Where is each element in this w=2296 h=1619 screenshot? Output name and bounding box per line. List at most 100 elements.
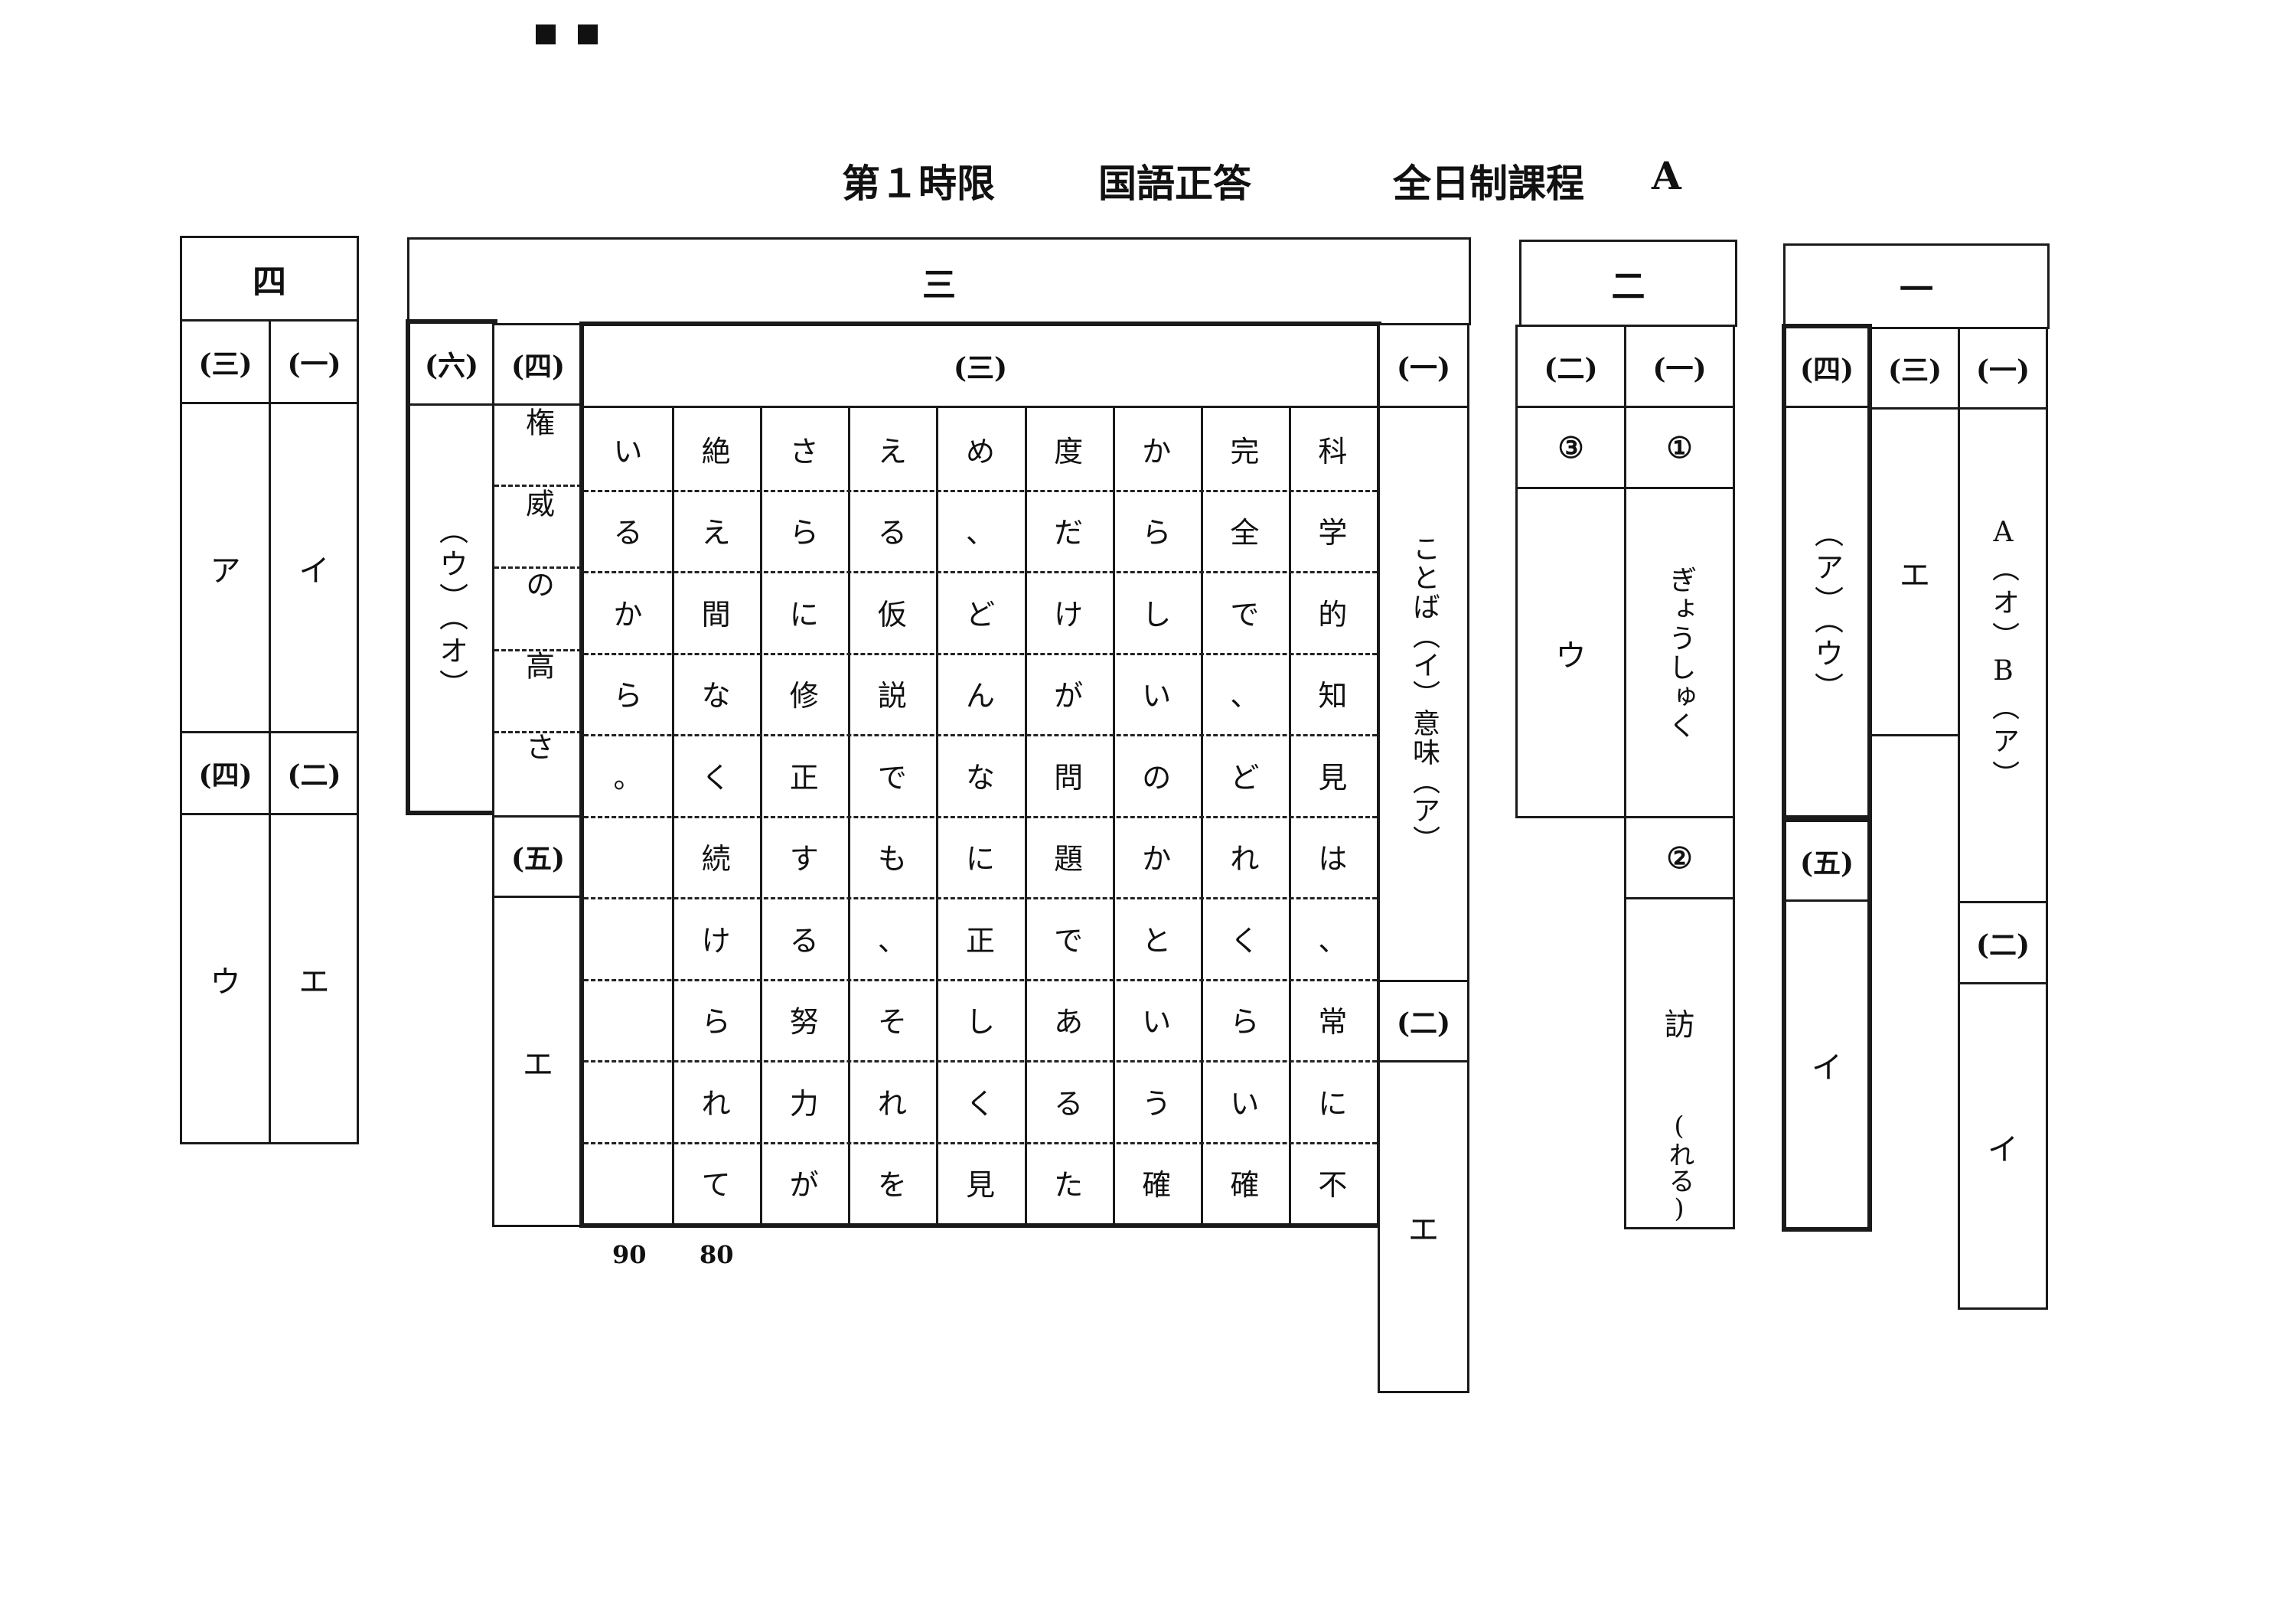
- grid-char: 絶: [701, 434, 731, 468]
- grid-char: ん: [965, 679, 995, 713]
- grid-char: と: [1142, 923, 1172, 958]
- grid-char: 科: [1318, 434, 1348, 468]
- grid-char: ら: [789, 516, 819, 550]
- grid-char: い: [1142, 679, 1172, 713]
- section-1-q3-label: (三): [1887, 354, 1942, 387]
- grid-char: か: [1142, 434, 1172, 468]
- grid-char: た: [1054, 1168, 1084, 1203]
- section-2-q1-sub1-label: ①: [1666, 430, 1693, 465]
- section-2-q1-label: (一): [1652, 352, 1707, 385]
- grid-char: 、: [1318, 923, 1348, 958]
- grid-char: ど: [1230, 760, 1260, 795]
- grid-char: る: [789, 923, 819, 958]
- version-label: A: [1652, 153, 1681, 198]
- section-4-q3-answer: ア: [210, 553, 241, 589]
- grid-char: そ: [877, 1005, 907, 1040]
- section-2-q1-sub1-answer: ぎょうしゅく: [1664, 565, 1696, 740]
- grid-char: す: [789, 842, 819, 876]
- grid-char: れ: [701, 1086, 731, 1121]
- grid-char: か: [613, 597, 643, 632]
- grid-char: が: [789, 1168, 819, 1203]
- section-2-q2-sub3-label: ③: [1557, 430, 1584, 465]
- grid-char: い: [613, 434, 643, 468]
- section-2-q1-sub2-label: ②: [1666, 841, 1693, 875]
- grid-char: 修: [789, 679, 819, 713]
- grid-char: な: [965, 760, 995, 795]
- grid-char: 題: [1054, 842, 1084, 876]
- grid-char: も: [877, 842, 907, 876]
- section-2-title-box: [1519, 240, 1737, 327]
- course-title: 全日制課程: [1393, 161, 1584, 206]
- grid-char: け: [701, 923, 731, 958]
- section-4-title: 四: [253, 263, 286, 302]
- grid-char: 仮: [877, 597, 907, 632]
- grid-char: 度: [1054, 434, 1084, 468]
- section-1-q1-label: (一): [1975, 354, 2030, 387]
- grid-char: 努: [789, 1005, 819, 1040]
- section-2-q2-sub3-answer: ウ: [1555, 638, 1587, 674]
- grid-char: の: [1142, 760, 1172, 795]
- grid-char: で: [877, 760, 907, 795]
- grid-char: 力: [789, 1086, 819, 1121]
- grid-char: 見: [1318, 760, 1348, 795]
- section-3-q2-label: (二): [1396, 1007, 1451, 1040]
- section-1-q4-answer: （ア）（ウ）: [1809, 517, 1844, 706]
- section-3-title: 三: [922, 265, 956, 305]
- section-3-q5-label: (五): [510, 843, 566, 875]
- section-1-q2-answer: イ: [1988, 1131, 2018, 1167]
- grid-char: え: [877, 434, 907, 468]
- char-count-80: 80: [700, 1240, 734, 1269]
- grid-char: あ: [1054, 1005, 1084, 1040]
- section-3-q3-box: [579, 322, 1381, 1228]
- char-count-90: 90: [612, 1240, 647, 1269]
- section-1-q1-q2-box: [1958, 327, 2048, 1310]
- section-1-q3-box: [1870, 327, 1960, 736]
- section-1-q5-answer: イ: [1812, 1049, 1842, 1085]
- section-1-title-box: [1783, 243, 2050, 329]
- section-1-q5-label: (五): [1799, 847, 1854, 880]
- section-4-q2-label: (二): [287, 759, 341, 792]
- grid-char: に: [789, 597, 819, 632]
- section-4-q2-answer: エ: [298, 965, 330, 1000]
- grid-char: る: [613, 516, 643, 550]
- grid-char: い: [1230, 1086, 1260, 1121]
- grid-char: 不: [1318, 1168, 1348, 1203]
- grid-char: 完: [1230, 434, 1260, 468]
- section-3-q6-label: (六): [424, 350, 479, 382]
- grid-char: め: [965, 434, 995, 468]
- grid-char: 確: [1142, 1168, 1172, 1203]
- section-3-q6-answer: （ウ）（オ）: [434, 514, 468, 703]
- grid-char: い: [1142, 1005, 1172, 1040]
- grid-char: 、: [965, 516, 995, 550]
- subject-title: 国語正答: [1098, 161, 1251, 206]
- grid-char: が: [1054, 679, 1084, 713]
- grid-char: る: [1054, 1086, 1084, 1121]
- section-4-q1-label: (一): [287, 348, 341, 380]
- grid-char: て: [701, 1168, 731, 1203]
- grid-char: で: [1230, 597, 1260, 632]
- grid-char: し: [965, 1005, 995, 1040]
- section-3-q4-label: (四): [510, 351, 566, 383]
- section-2-title: 二: [1611, 267, 1645, 306]
- corner-mark-1: [536, 24, 556, 44]
- grid-char: し: [1142, 597, 1172, 632]
- grid-char: 正: [789, 760, 819, 795]
- section-2-q1-box: [1624, 325, 1735, 1229]
- grid-char: 続: [701, 842, 731, 876]
- grid-char: 確: [1230, 1168, 1260, 1203]
- grid-char: 的: [1318, 597, 1348, 632]
- grid-char: に: [965, 842, 995, 876]
- section-1-q2-label: (二): [1975, 929, 2030, 961]
- section-2-q2-label: (二): [1544, 352, 1598, 385]
- grid-char: 学: [1318, 516, 1348, 550]
- grid-char: を: [877, 1168, 907, 1203]
- grid-char: ら: [1142, 516, 1172, 550]
- grid-char: だ: [1054, 516, 1084, 550]
- corner-mark-2: [578, 24, 598, 44]
- grid-char: 知: [1318, 679, 1348, 713]
- section-2-q1-sub2-okurigana: (れる): [1664, 1111, 1694, 1224]
- grid-char: れ: [1230, 842, 1260, 876]
- section-2-q1-sub2-answer: 訪: [1664, 1007, 1695, 1043]
- grid-char: か: [1142, 842, 1172, 876]
- section-4-q3-label: (三): [198, 348, 253, 380]
